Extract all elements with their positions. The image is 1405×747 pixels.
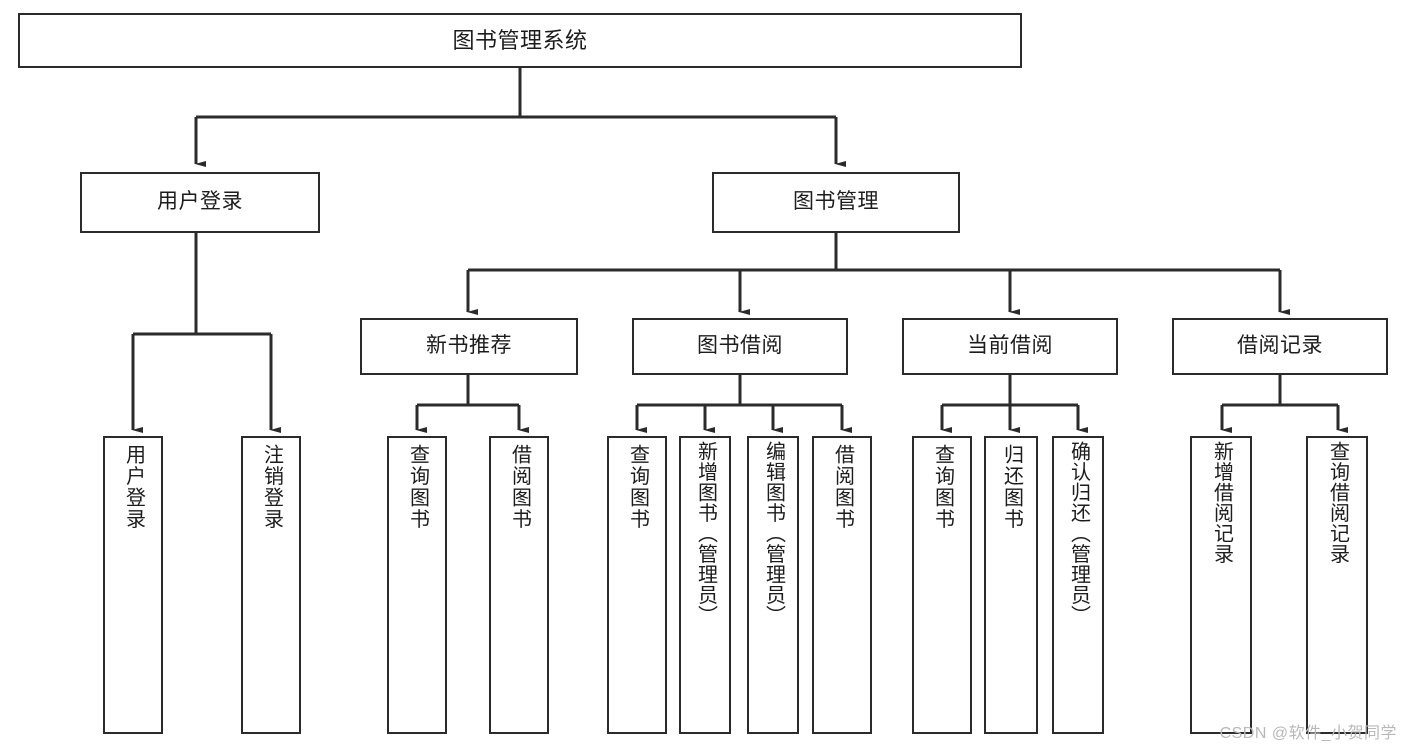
leaf-edit-book-admin[interactable]: 编辑图书（管理员）	[747, 436, 799, 734]
csdn-watermark: CSDN @软件_小贺同学	[1219, 725, 1397, 742]
leaf-query-books-current[interactable]: 查询图书	[912, 436, 972, 734]
node-user-login[interactable]: 用户登录	[80, 172, 320, 233]
node-label: 用户登录	[157, 190, 243, 214]
leaf-return-books[interactable]: 归还图书	[984, 436, 1038, 734]
node-label: 归还图书	[1000, 444, 1023, 530]
node-label: 注销登录	[260, 444, 283, 530]
node-book-management[interactable]: 图书管理	[712, 172, 960, 233]
node-label: 确认归还（管理员）	[1067, 441, 1090, 626]
leaf-query-books-borrow[interactable]: 查询图书	[607, 436, 667, 734]
leaf-user-login[interactable]: 用户登录	[103, 436, 163, 734]
node-label: 编辑图书（管理员）	[762, 441, 785, 626]
node-label: 查询图书	[406, 444, 429, 530]
node-label: 新增图书（管理员）	[694, 441, 717, 626]
leaf-borrow-books-recommend[interactable]: 借阅图书	[489, 436, 549, 734]
node-label: 当前借阅	[967, 334, 1053, 358]
node-label: 借阅图书	[831, 444, 854, 530]
node-label: 图书管理系统	[452, 27, 588, 53]
node-book-borrow[interactable]: 图书借阅	[632, 318, 848, 375]
node-label: 借阅记录	[1237, 334, 1323, 358]
node-label: 借阅图书	[508, 444, 531, 530]
node-label: 图书管理	[793, 190, 879, 214]
node-label: 新书推荐	[426, 334, 512, 358]
node-label: 图书借阅	[697, 334, 783, 358]
leaf-query-books-recommend[interactable]: 查询图书	[387, 436, 447, 734]
node-label: 查询借阅记录	[1326, 441, 1349, 564]
leaf-query-borrow-record[interactable]: 查询借阅记录	[1306, 436, 1368, 734]
node-label: 查询图书	[626, 444, 649, 530]
node-root-book-management-system[interactable]: 图书管理系统	[18, 13, 1022, 68]
leaf-borrow-books[interactable]: 借阅图书	[812, 436, 872, 734]
leaf-add-borrow-record[interactable]: 新增借阅记录	[1190, 436, 1252, 734]
leaf-confirm-return-admin[interactable]: 确认归还（管理员）	[1052, 436, 1104, 734]
node-label: 用户登录	[122, 444, 145, 530]
node-new-book-recommendation[interactable]: 新书推荐	[360, 318, 578, 375]
leaf-add-book-admin[interactable]: 新增图书（管理员）	[679, 436, 731, 734]
node-label: 查询图书	[931, 444, 954, 530]
node-current-borrow[interactable]: 当前借阅	[902, 318, 1118, 375]
node-borrow-record[interactable]: 借阅记录	[1172, 318, 1388, 375]
leaf-logout[interactable]: 注销登录	[241, 436, 301, 734]
node-label: 新增借阅记录	[1210, 441, 1233, 564]
